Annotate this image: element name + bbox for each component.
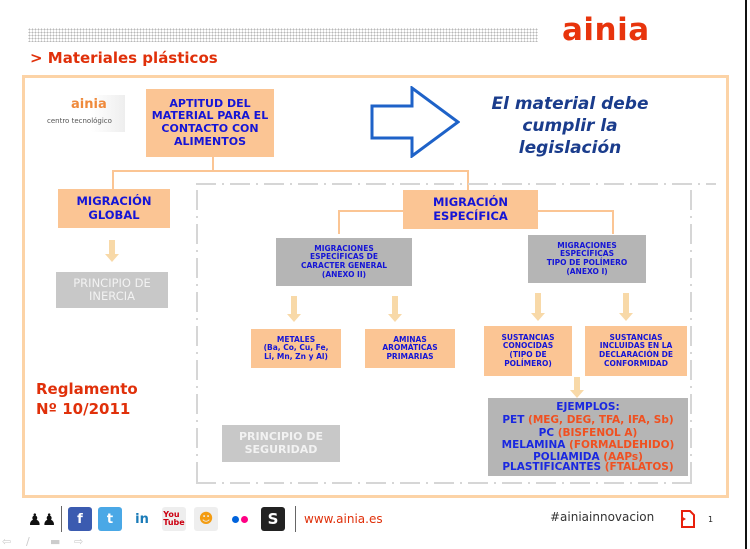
caracter-general-box: MIGRACIONES ESPECÍFICAS DE CARACTER GENE…: [276, 238, 412, 286]
regulation-label: Reglamento Nº 10/2011: [36, 380, 138, 418]
facebook-icon[interactable]: f: [68, 507, 92, 531]
slideshare-icon[interactable]: ☻: [194, 507, 218, 531]
footer-divider: [295, 506, 296, 532]
flickr-icon[interactable]: [228, 507, 252, 531]
linkedin-icon[interactable]: in: [130, 507, 154, 531]
page-number: 1: [708, 515, 714, 524]
next-slide-icon[interactable]: ⇨: [74, 535, 84, 548]
diagram-frame: [22, 75, 729, 498]
prev-slide-icon[interactable]: ⇦: [2, 535, 12, 548]
logo-subtitle: centro tecnológico: [47, 117, 112, 125]
scribd-icon[interactable]: S: [261, 507, 285, 531]
root-box: APTITUD DEL MATERIAL PARA EL CONTACTO CO…: [146, 89, 274, 157]
down-arrow-icon: [531, 293, 545, 321]
twitter-icon[interactable]: t: [98, 507, 122, 531]
sustancias-conocidas-box: SUSTANCIAS CONOCIDAS (TIPO DE POLÍMERO): [484, 326, 572, 376]
migracion-global-box: MIGRACIÓN GLOBAL: [58, 189, 170, 228]
website-link[interactable]: www.ainia.es: [304, 512, 383, 526]
sustancias-incluidas-box: SUSTANCIAS INCLUIDAS EN LA DECLARACIÓN D…: [585, 326, 687, 376]
pen-icon[interactable]: ∕: [26, 535, 30, 548]
connector: [338, 210, 404, 212]
dotted-header-band: [28, 28, 538, 42]
brand-logo: ainia: [562, 12, 650, 48]
hashtag: #ainiainnovacion: [550, 510, 655, 524]
connector: [538, 210, 614, 212]
connector: [338, 210, 340, 234]
connector: [212, 157, 214, 171]
connector: [612, 210, 614, 234]
connector: [112, 170, 468, 172]
principio-inercia-box: PRINCIPIO DE INERCIA: [56, 272, 168, 308]
down-arrow-icon: [619, 293, 633, 321]
section-title: > Materiales plásticos: [30, 49, 218, 67]
tipo-polimero-box: MIGRACIONES ESPECÍFICAS TIPO DE POLÍMERO…: [528, 235, 646, 283]
dashed-region-top: [196, 183, 716, 185]
down-arrow-icon: [570, 377, 584, 398]
people-icon[interactable]: ♟♟: [27, 509, 57, 529]
right-arrow-icon: [370, 86, 460, 158]
dashed-region-left: [196, 190, 198, 485]
migracion-especifica-box: MIGRACIÓN ESPECÍFICA: [403, 190, 538, 229]
connector: [467, 170, 469, 192]
ainia-logo-box: [40, 95, 125, 132]
dashed-region-right: [690, 190, 692, 485]
connector: [112, 170, 114, 190]
principio-seguridad-box: PRINCIPIO DE SEGURIDAD: [222, 425, 340, 462]
down-arrow-icon: [287, 296, 301, 322]
ejemplos-box: EJEMPLOS: PET (MEG, DEG, TFA, IFA, Sb) P…: [488, 398, 688, 476]
document-icon[interactable]: [680, 510, 696, 528]
down-arrow-icon: [388, 296, 402, 322]
metales-box: METALES (Ba, Co, Cu, Fe, Li, Mn, Zn y Al…: [251, 329, 341, 368]
slogan-text: El material debe cumplir la legislación: [491, 94, 649, 159]
aminas-box: AMINAS AROMÁTICAS PRIMARIAS: [365, 329, 455, 368]
logo-name: ainia: [71, 97, 107, 112]
slide-edge: [745, 0, 747, 549]
menu-icon[interactable]: ▬: [50, 535, 61, 548]
footer-divider: [61, 506, 62, 532]
down-arrow-icon: [105, 240, 119, 262]
dashed-region-bottom: [196, 482, 692, 484]
